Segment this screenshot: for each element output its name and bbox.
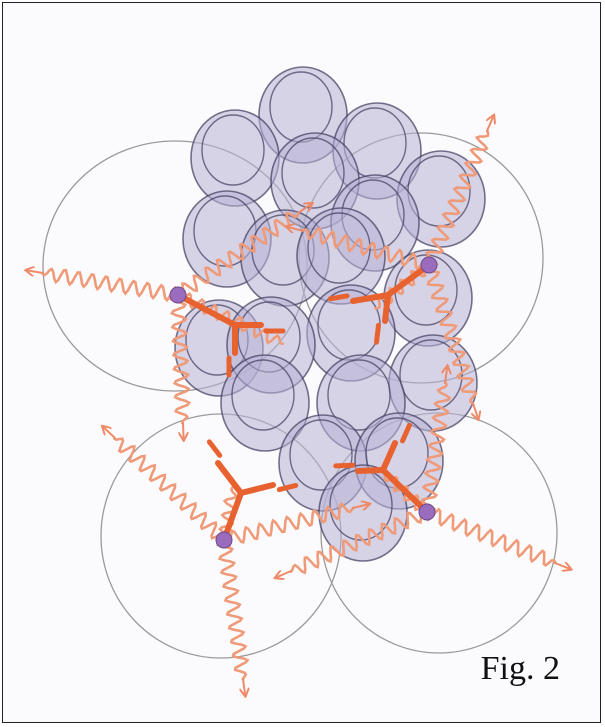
radiation-arrow bbox=[27, 270, 43, 273]
radionuclide-icon bbox=[216, 532, 232, 548]
radiation-arrow bbox=[487, 116, 493, 131]
figure-label: Fig. 2 bbox=[481, 650, 560, 688]
antibody-radiation-diagram bbox=[3, 3, 602, 724]
radiation-arrow bbox=[103, 427, 115, 438]
radionuclide-icon bbox=[421, 257, 437, 273]
radiation-arrow bbox=[243, 679, 245, 695]
radiation-wave-icon bbox=[427, 509, 556, 565]
radiation-arrow bbox=[473, 403, 478, 418]
radiation-arrow bbox=[183, 423, 184, 439]
tumor-cell-cluster bbox=[175, 67, 485, 561]
radiation-wave-icon bbox=[43, 269, 178, 300]
radionuclide-icon bbox=[170, 287, 186, 303]
radiation-arrow bbox=[276, 571, 291, 577]
radiation-wave-icon bbox=[171, 295, 189, 423]
radiation-wave-icon bbox=[114, 439, 226, 540]
radionuclide-icon bbox=[419, 504, 435, 520]
radiation-arrow bbox=[555, 563, 570, 569]
